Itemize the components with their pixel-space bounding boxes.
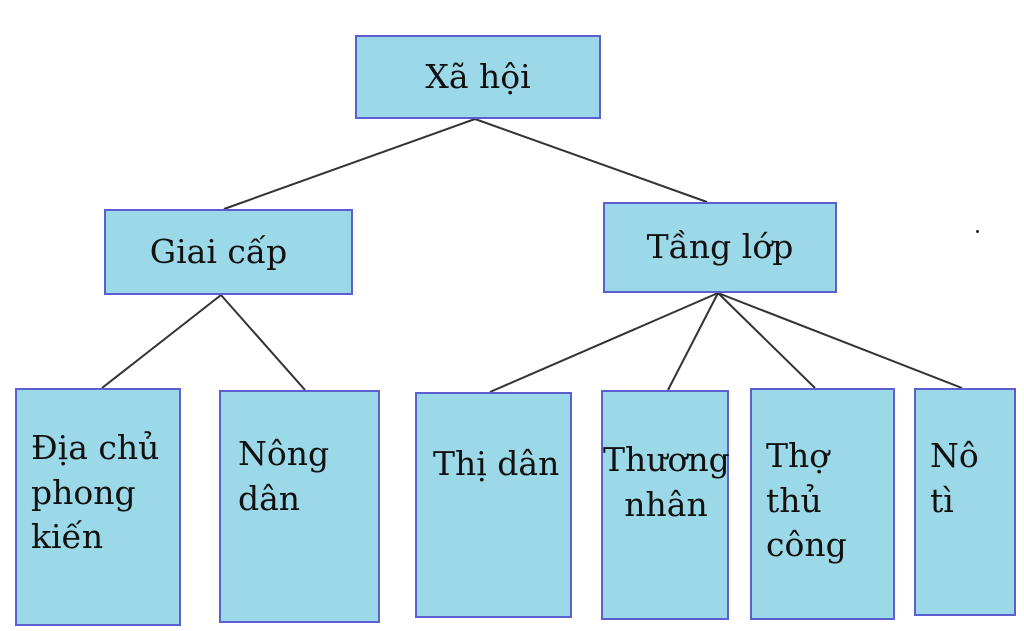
- connector-root-to-tang-lop: [474, 118, 708, 203]
- connector-tang-lop-to-thi-dan: [489, 292, 719, 393]
- connector-giai-cap-to-dia-chu: [101, 294, 222, 389]
- stray-dot-mark: [976, 230, 979, 233]
- node-nong-dan: Nông dân: [219, 390, 380, 623]
- connector-tang-lop-to-thuong-nhan: [667, 292, 719, 391]
- connector-tang-lop-to-no-ti: [717, 292, 963, 389]
- node-tang-lop-label: Tầng lớp: [646, 227, 794, 267]
- connector-root-to-giai-cap: [223, 118, 476, 210]
- node-tho-thu-cong: Thợ thủ công: [750, 388, 895, 620]
- node-xa-hoi: Xã hội: [355, 35, 601, 119]
- node-dia-chu-phong-kien-label: Địa chủ phong kiến: [31, 428, 160, 557]
- node-giai-cap: Giai cấp: [104, 209, 353, 295]
- node-no-ti: Nô tì: [914, 388, 1016, 616]
- node-xa-hoi-label: Xã hội: [425, 56, 531, 96]
- node-thuong-nhan-label: Thương nhân: [603, 440, 730, 524]
- node-thuong-nhan: Thương nhân: [601, 390, 730, 620]
- node-giai-cap-label: Giai cấp: [149, 231, 288, 271]
- node-nong-dan-label: Nông dân: [238, 434, 330, 518]
- node-tang-lop: Tầng lớp: [603, 202, 837, 293]
- node-dia-chu-phong-kien: Địa chủ phong kiến: [15, 388, 181, 626]
- connector-giai-cap-to-nong-dan: [220, 294, 306, 391]
- node-tho-thu-cong-label: Thợ thủ công: [766, 436, 847, 565]
- node-thi-dan: Thị dân: [415, 392, 572, 618]
- node-no-ti-label: Nô tì: [930, 436, 979, 520]
- connector-tang-lop-to-tho-thu-cong: [717, 292, 816, 389]
- node-thi-dan-label: Thị dân: [433, 444, 560, 483]
